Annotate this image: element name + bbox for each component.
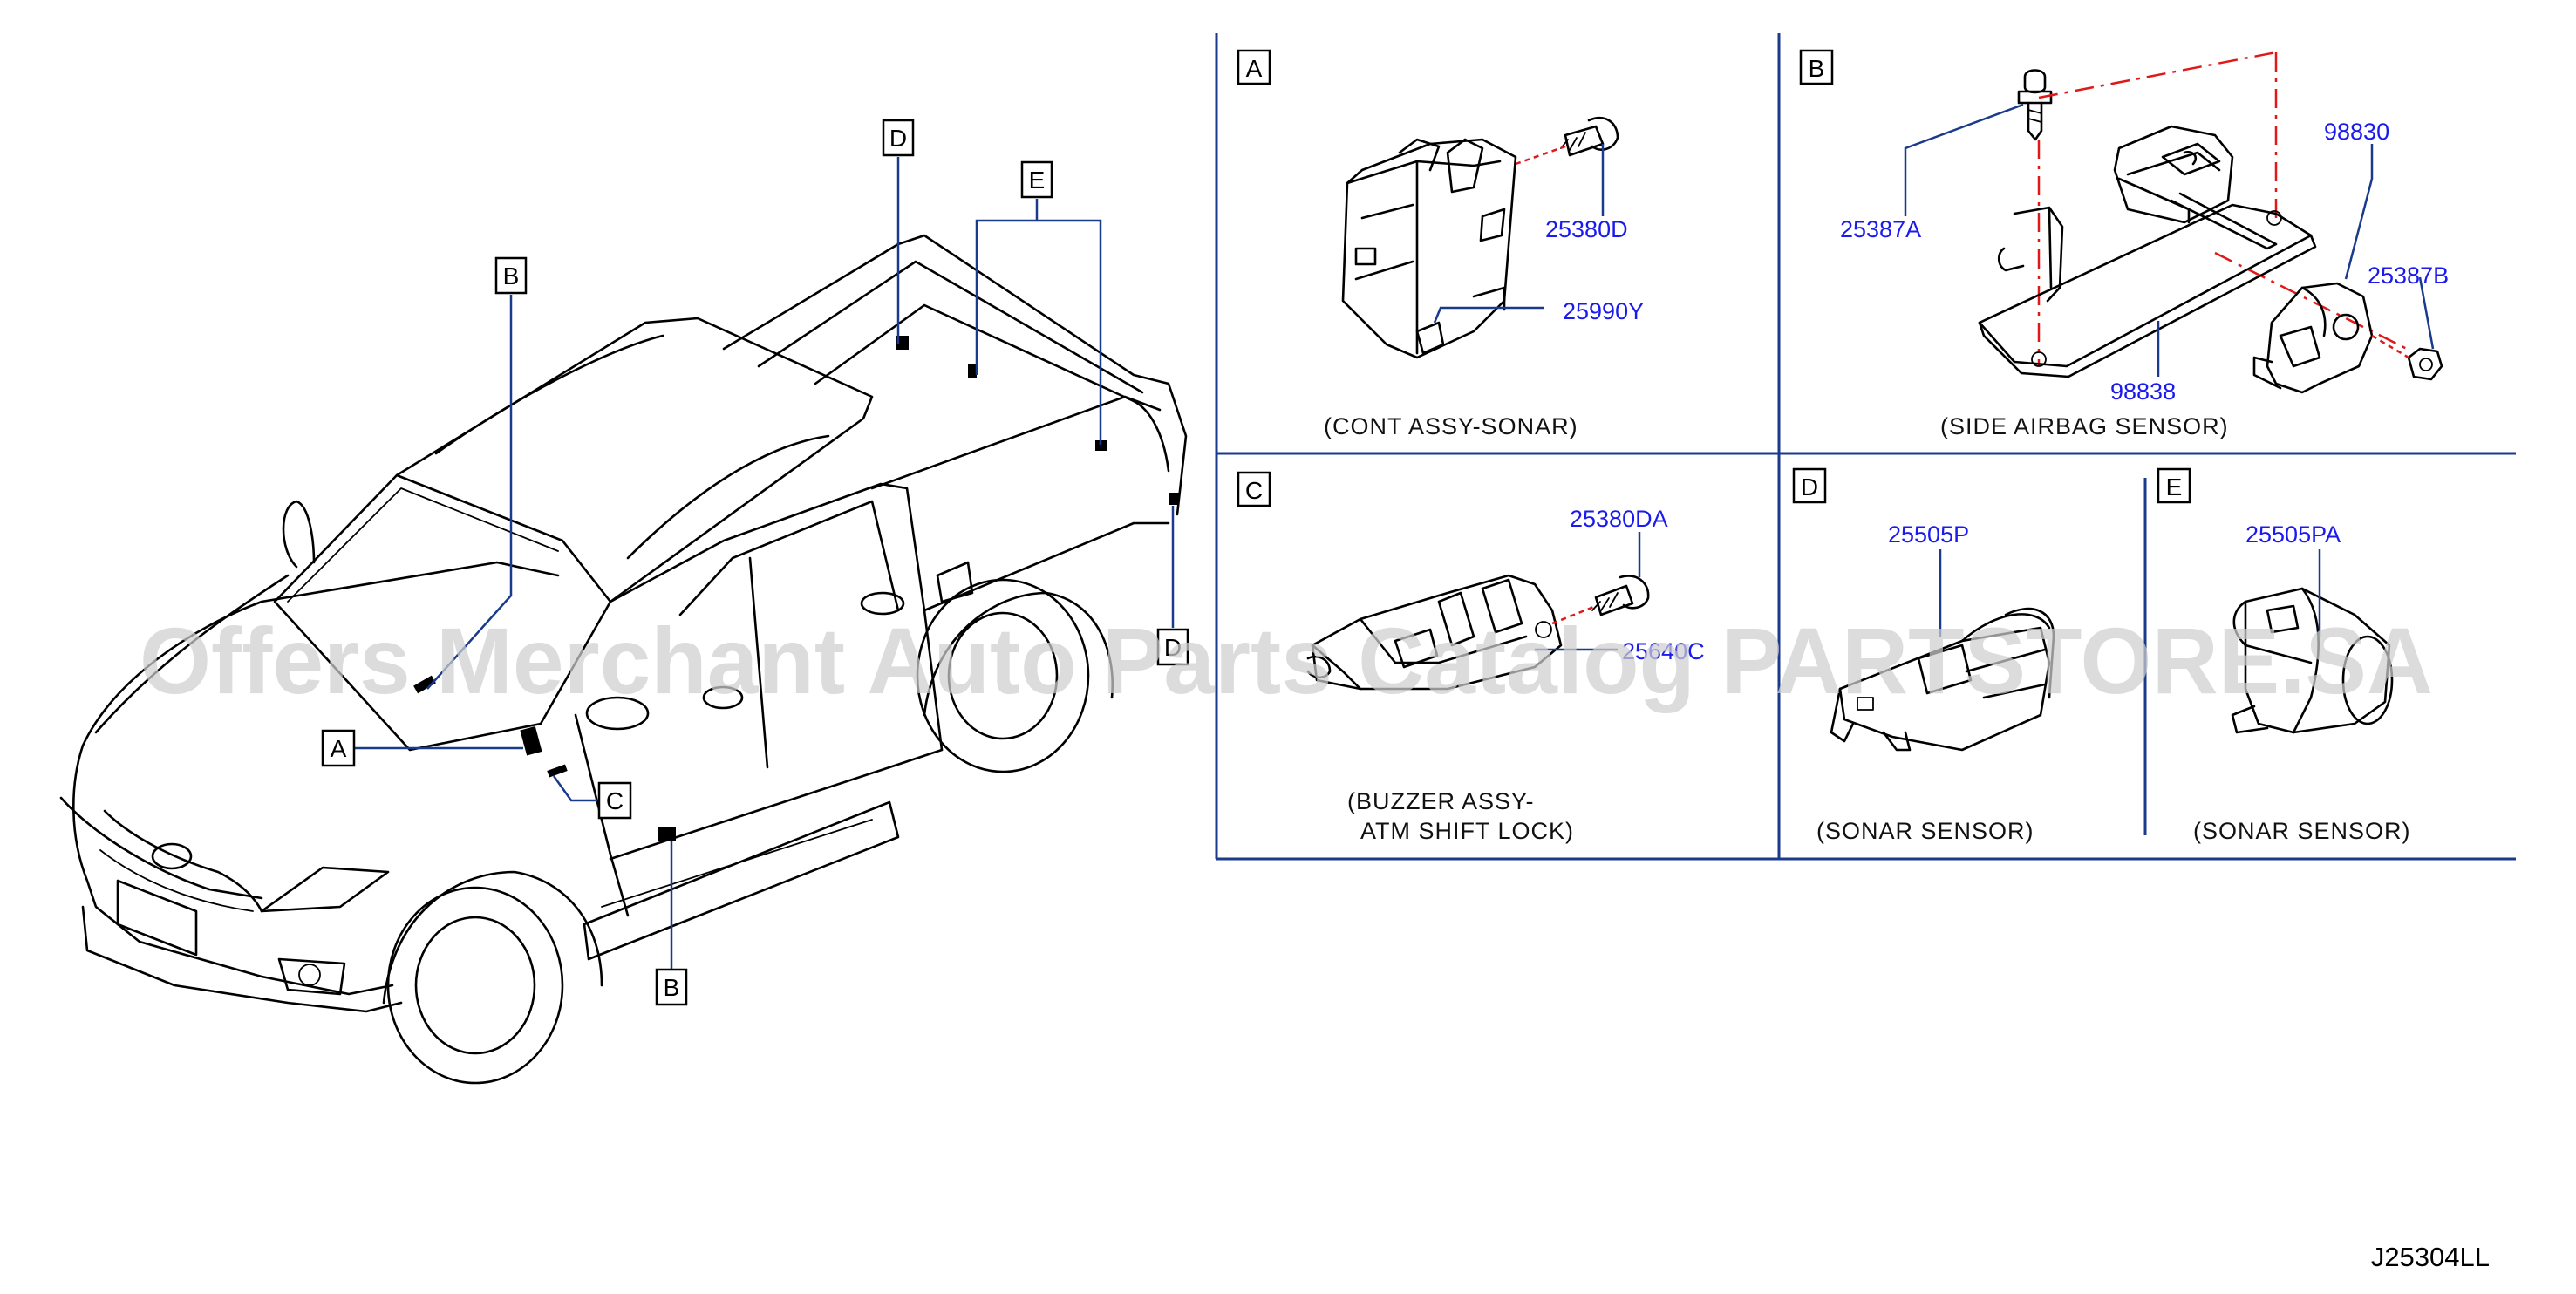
watermark: Offers Merchant Auto Parts Catalog PARTS… [140, 608, 2433, 713]
svg-text:(SONAR SENSOR): (SONAR SENSOR) [1816, 818, 2034, 844]
svg-text:(BUZZER ASSY-: (BUZZER ASSY- [1347, 788, 1535, 814]
svg-text:25990Y: 25990Y [1563, 298, 1644, 324]
svg-text:(CONT ASSY-SONAR): (CONT ASSY-SONAR) [1324, 413, 1578, 439]
svg-text:25505P: 25505P [1888, 521, 1969, 548]
svg-text:C: C [1245, 477, 1263, 504]
panel-D: D 25505P (SONAR SENSOR) [1792, 467, 2055, 844]
svg-text:C: C [606, 787, 624, 814]
sensor-bracket-drawing [1978, 125, 2317, 378]
svg-text:98830: 98830 [2324, 119, 2389, 145]
svg-text:(SIDE AIRBAG SENSOR): (SIDE AIRBAG SENSOR) [1940, 413, 2229, 439]
callout-D-rear: D [1156, 628, 1189, 666]
svg-text:ATM SHIFT LOCK): ATM SHIFT LOCK) [1360, 818, 1574, 844]
svg-text:E: E [2166, 473, 2183, 501]
svg-text:25505PA: 25505PA [2245, 521, 2341, 548]
panel-A: A 25380D 25990Y (CONT ASSY-SONAR) [1237, 49, 1644, 439]
svg-text:(SONAR SENSOR): (SONAR SENSOR) [2193, 818, 2411, 844]
svg-text:25380DA: 25380DA [1570, 506, 1668, 532]
pickup-truck-illustration [59, 234, 1188, 1085]
callout-E: E [1020, 160, 1053, 199]
svg-text:D: D [1164, 634, 1182, 661]
svg-text:E: E [1029, 167, 1046, 194]
panel-E: E 25505PA (SONAR SENSOR) [2157, 467, 2411, 844]
panel-frame [1215, 33, 2516, 861]
svg-text:25387B: 25387B [2368, 262, 2449, 289]
callout-A: A [321, 729, 356, 767]
callout-C: C [597, 781, 632, 820]
svg-text:B: B [664, 974, 680, 1001]
svg-text:A: A [331, 735, 347, 762]
screw-icon [1560, 116, 1619, 157]
bolt-icon [2017, 69, 2053, 141]
vehicle-callout-leaders [355, 157, 1175, 970]
sonar-control-unit-drawing [1341, 138, 1517, 359]
svg-text:D: D [889, 125, 907, 152]
drawing-code: J25304LL [2371, 1242, 2490, 1272]
airbag-sensor-drawing [2252, 282, 2374, 394]
svg-text:25380D: 25380D [1545, 216, 1628, 242]
nut-icon [2407, 347, 2443, 381]
svg-text:B: B [1809, 55, 1825, 82]
callout-B-rocker: B [655, 968, 688, 1006]
screw-icon [1591, 575, 1650, 616]
callout-B-roof: B [494, 256, 528, 295]
buzzer-assembly-drawing [1306, 574, 1563, 691]
svg-text:D: D [1801, 473, 1818, 501]
sonar-sensor-drawing [2231, 587, 2394, 734]
svg-text:25387A: 25387A [1840, 216, 1921, 242]
svg-text:98838: 98838 [2110, 378, 2176, 405]
sonar-sensor-drawing [1830, 607, 2055, 752]
svg-text:B: B [503, 262, 520, 289]
panel-B: B [1799, 49, 2449, 439]
svg-text:A: A [1246, 55, 1263, 82]
callout-D-bed: D [882, 119, 915, 157]
panel-C: C 25380DA 25640C (BUZZER ASSY- ATM SHIFT… [1237, 471, 1705, 844]
svg-text:25640C: 25640C [1622, 638, 1705, 664]
